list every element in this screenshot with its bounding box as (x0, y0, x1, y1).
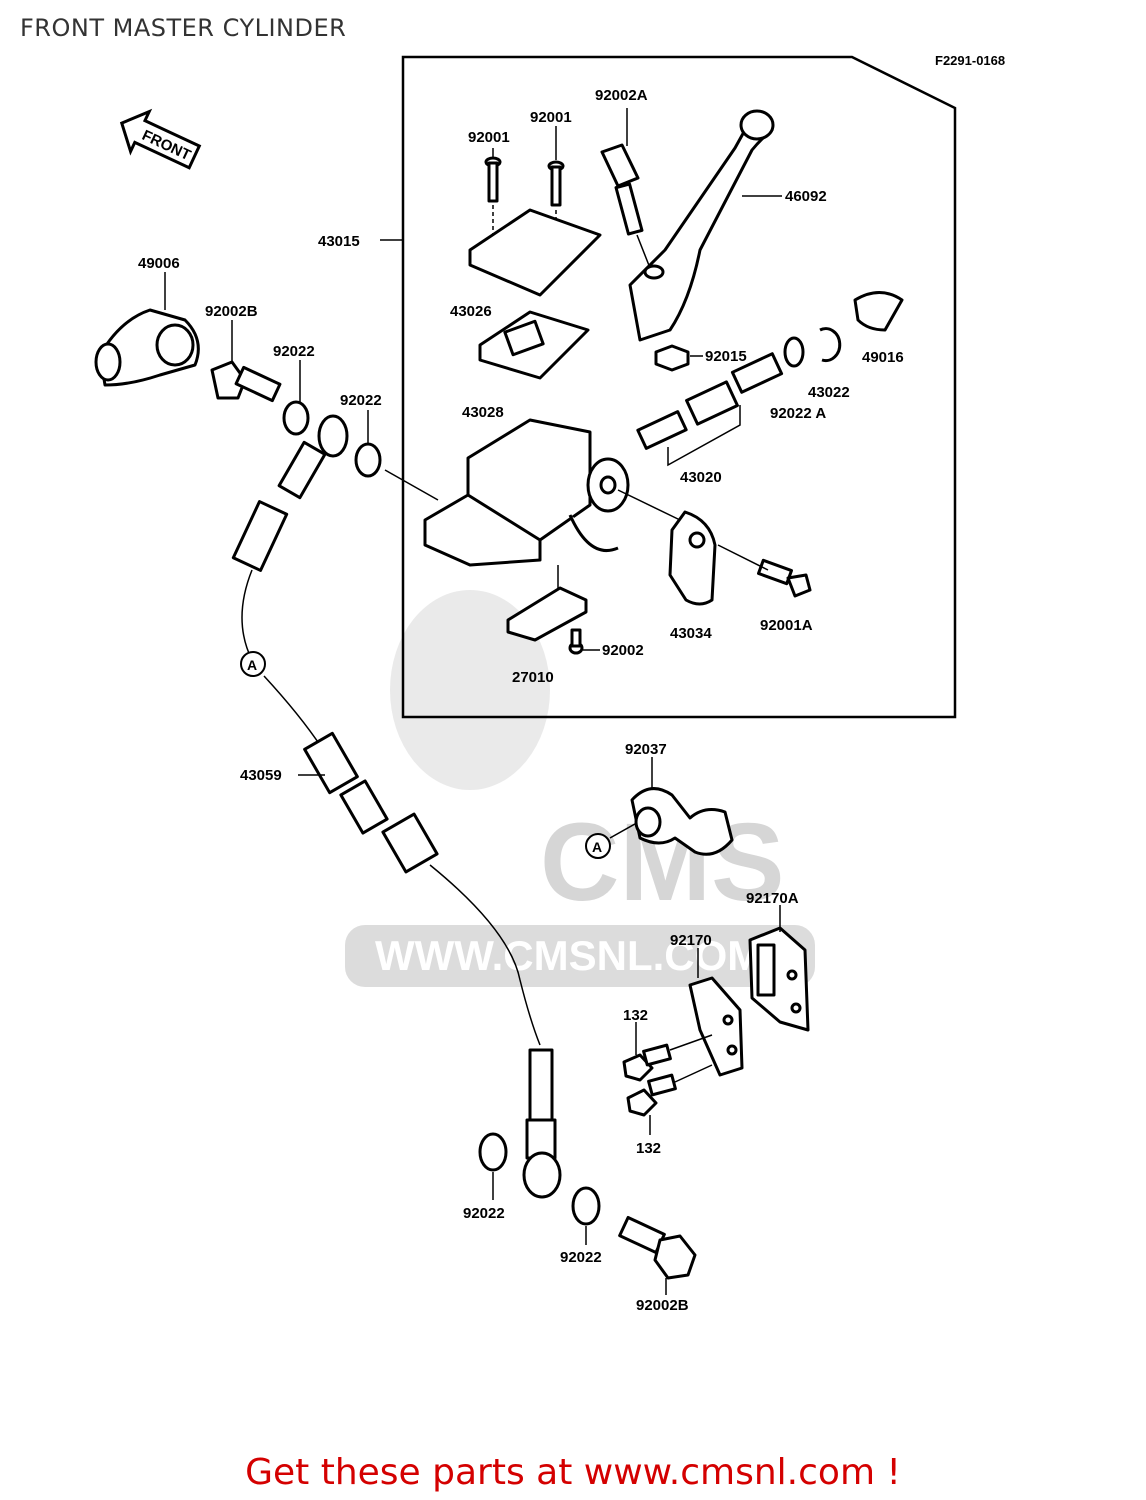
label-92002A: 92002A (595, 87, 648, 104)
banjo-bolt-92002B-top (210, 360, 282, 403)
label-27010: 27010 (512, 669, 554, 686)
label-92002B-bottom: 92002B (636, 1297, 689, 1314)
label-132-bottom: 132 (636, 1140, 661, 1157)
nut-92015 (654, 344, 690, 372)
label-43022: 43022 (808, 384, 850, 401)
label-46092: 46092 (785, 188, 827, 205)
pivot-bolt-92002A (600, 143, 644, 236)
label-92037: 92037 (625, 741, 667, 758)
washer-92022-b (354, 442, 382, 478)
bolt-92001A (757, 558, 812, 598)
piston-assembly (636, 352, 784, 450)
brake-switch (506, 586, 588, 642)
svg-text:A: A (592, 839, 602, 855)
label-92002B-top: 92002B (205, 303, 258, 320)
label-43034: 43034 (670, 625, 712, 642)
washer-92022-c (478, 1132, 508, 1172)
label-92001-left: 92001 (468, 129, 510, 146)
bolt-132-bottom (626, 1073, 677, 1117)
screw-92002 (568, 628, 584, 655)
label-92022-a: 92022 (273, 343, 315, 360)
assembly-frame (401, 55, 957, 719)
callout-a-lower: A (585, 833, 611, 859)
label-132-top: 132 (623, 1007, 648, 1024)
screw-92001-left (484, 156, 502, 203)
label-92022-b: 92022 (340, 392, 382, 409)
parts-diagram: CMS WWW.CMSNL.COM F2291-0168 FRONT (94, 53, 1005, 1314)
brake-lever (628, 118, 774, 342)
label-92022-d: 92022 (560, 1249, 602, 1266)
watermark-mascot (390, 590, 550, 790)
brake-hose (231, 414, 562, 1199)
label-43059: 43059 (240, 767, 282, 784)
label-43015: 43015 (318, 233, 360, 250)
label-92170: 92170 (670, 932, 712, 949)
footer-link-text[interactable]: Get these parts at www.cmsnl.com ! (245, 1452, 901, 1493)
label-92002: 92002 (602, 642, 644, 659)
label-92022-c: 92022 (463, 1205, 505, 1222)
master-cylinder-body (423, 418, 630, 567)
front-arrow-icon: FRONT (119, 108, 202, 170)
reservoir-cover (468, 208, 602, 297)
label-92022A: 92022 A (770, 405, 826, 422)
label-43026: 43026 (450, 303, 492, 320)
screw-92001-right (547, 160, 565, 207)
watermark: CMS WWW.CMSNL.COM (345, 590, 815, 987)
label-92001A: 92001A (760, 617, 813, 634)
svg-text:A: A (247, 657, 257, 673)
label-43028: 43028 (462, 404, 504, 421)
label-49016: 49016 (862, 349, 904, 366)
washer-92022-a (282, 400, 310, 436)
clamp-43034 (668, 510, 717, 606)
label-92015: 92015 (705, 348, 747, 365)
part-labels: 92002A 92001 92001 46092 43015 49006 920… (138, 87, 904, 1314)
bolt-132-top (622, 1043, 672, 1082)
boot-49016 (853, 291, 904, 332)
label-92001-right: 92001 (530, 109, 572, 126)
bracket-92170 (688, 976, 744, 1077)
washer-92022A (783, 336, 805, 368)
page-title: FRONT MASTER CYLINDER (20, 14, 347, 42)
diagram-code: F2291-0168 (935, 53, 1005, 68)
label-92170A: 92170A (746, 890, 799, 907)
washer-92022-d (571, 1186, 601, 1226)
circlip-43022 (819, 327, 842, 363)
grommet-92037 (630, 787, 734, 856)
label-49006: 49006 (138, 255, 180, 272)
banjo-bolt-92002B-bottom (618, 1215, 697, 1280)
bracket-92170A (748, 926, 810, 1032)
label-43020: 43020 (680, 469, 722, 486)
callout-a-upper: A (240, 651, 266, 677)
